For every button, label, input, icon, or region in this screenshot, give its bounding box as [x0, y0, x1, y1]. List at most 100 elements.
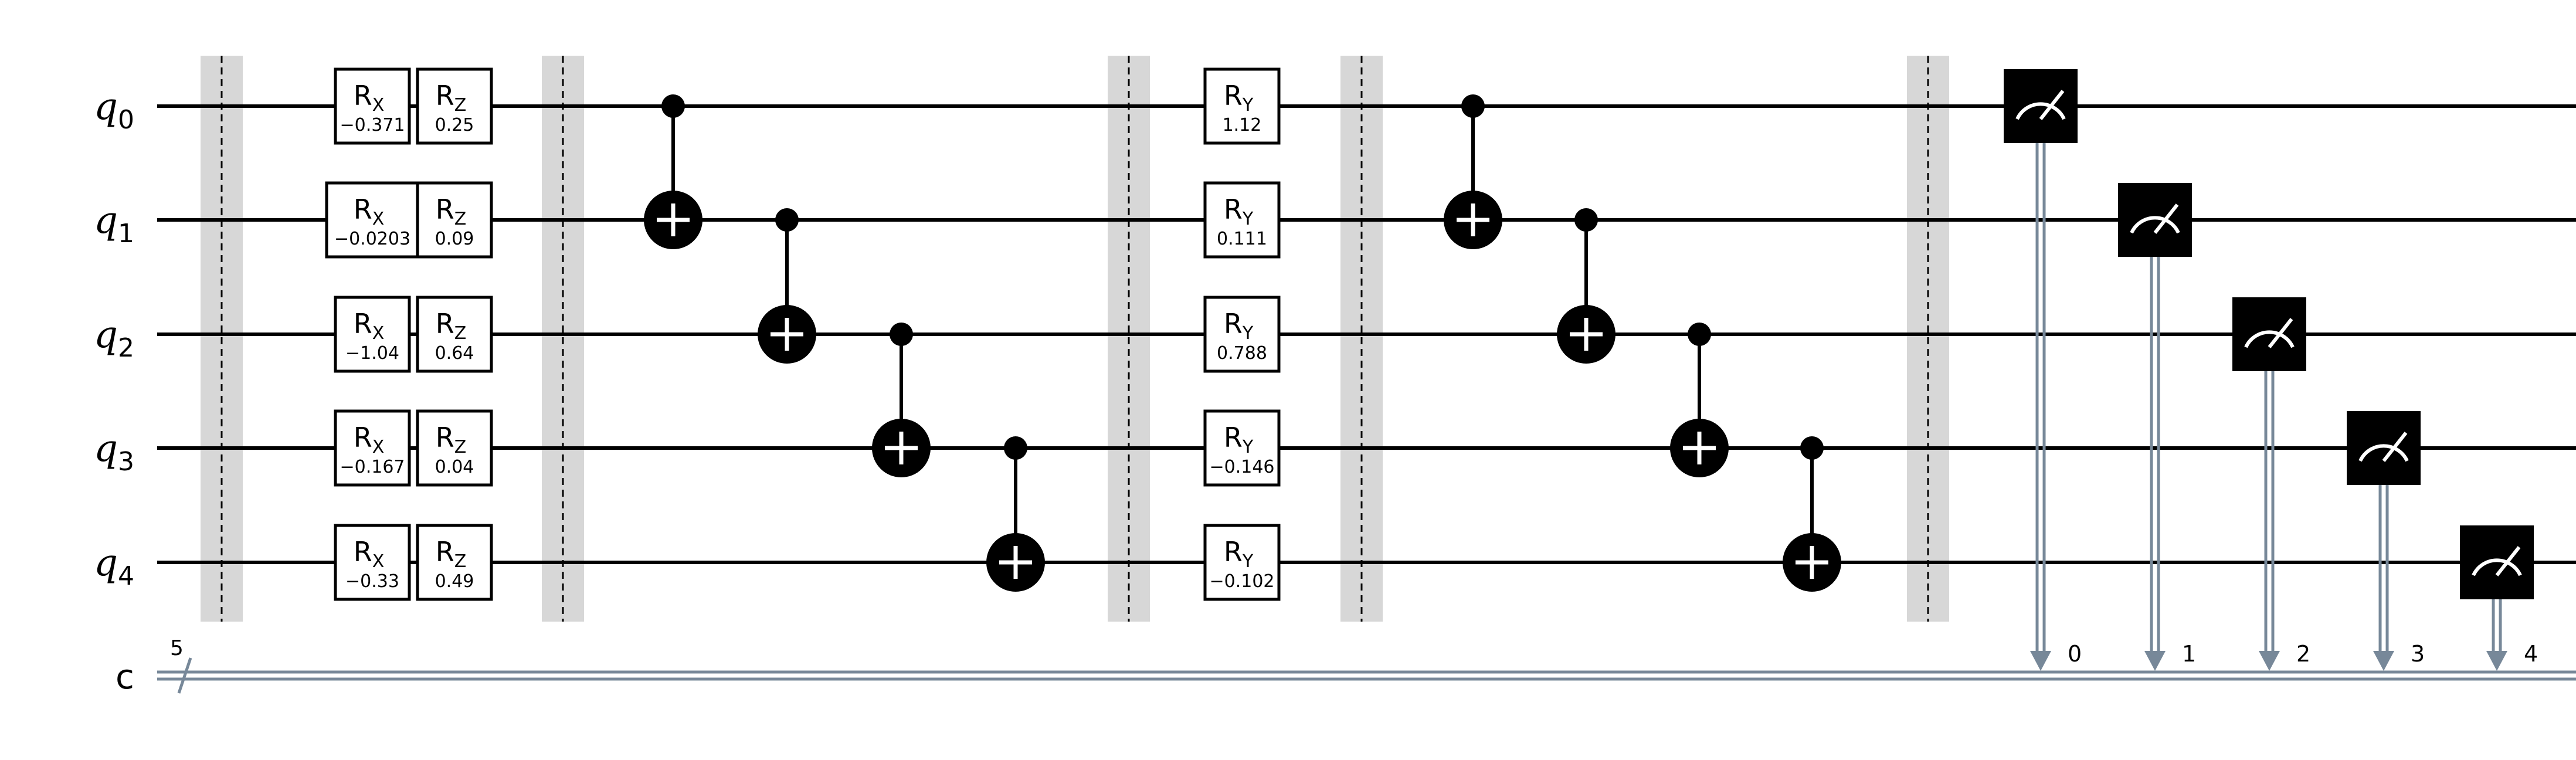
- cnot-control-dot: [1574, 208, 1598, 232]
- gate-name-base: R: [1224, 80, 1243, 111]
- gate-name-base: R: [354, 422, 372, 453]
- gates-layer: RX−0.371RX−0.0203RX−1.04RX−0.167RX−0.33R…: [325, 67, 2538, 671]
- gate-name: RX: [354, 308, 385, 344]
- qubit-label-index-4: 4: [118, 561, 134, 591]
- meter-arc-icon: [2472, 558, 2522, 576]
- rotation-gate-x-q3: RX−0.167: [334, 409, 411, 487]
- qubit-label-name-4: q: [94, 541, 118, 585]
- gate-box: [416, 67, 493, 145]
- rotation-gate-y-q1: RY0.111: [1203, 181, 1281, 259]
- gate-name-sub: Z: [454, 209, 467, 229]
- gate-name-base: R: [436, 422, 454, 453]
- gate-name-sub: X: [372, 209, 385, 229]
- gate-name-sub: X: [372, 437, 385, 457]
- measure-gate-q0: 0: [2004, 69, 2082, 671]
- rotation-gate-z-q1: RZ0.09: [416, 181, 493, 259]
- gate-box: [416, 296, 493, 373]
- cnot-control-dot: [890, 323, 913, 346]
- meter-arc-icon: [2244, 330, 2295, 348]
- measure-arrow-head: [2030, 651, 2051, 671]
- gate-name: RY: [1224, 80, 1254, 116]
- cnot-control-dot: [1004, 436, 1027, 460]
- measure-bit-label: 0: [2068, 641, 2082, 667]
- gate-box: [416, 181, 493, 259]
- measure-arrow-head: [2373, 651, 2394, 671]
- qubit-label-name-2: q: [94, 313, 118, 357]
- qubit-label-index-2: 2: [118, 333, 134, 363]
- cnot-gate-q2-q3: [872, 323, 931, 477]
- gate-name: RY: [1224, 194, 1254, 229]
- qubit-label-index-1: 1: [118, 219, 134, 249]
- gate-name-base: R: [1224, 422, 1243, 453]
- cnot-control-dot: [661, 94, 685, 118]
- measure-bit-label: 3: [2411, 641, 2425, 667]
- gate-name-sub: Z: [454, 323, 467, 344]
- cnot-gate-q1-q2: [1557, 208, 1615, 364]
- rotation-gate-x-q1: RX−0.0203: [325, 181, 420, 259]
- gate-name-sub: Z: [454, 95, 467, 116]
- rotation-gate-y-q2: RY0.788: [1203, 296, 1281, 373]
- gate-parameter: 0.111: [1217, 229, 1267, 249]
- gate-name-sub: Y: [1242, 437, 1254, 457]
- gate-name-sub: X: [372, 323, 385, 344]
- meter-needle-icon: [2153, 203, 2179, 234]
- gate-box: [334, 524, 411, 601]
- measure-gate-q4: 4: [2460, 525, 2538, 671]
- gate-box: [325, 181, 420, 259]
- gate-parameter: 0.788: [1217, 343, 1267, 364]
- gate-name-base: R: [1224, 194, 1243, 225]
- gate-parameter: 0.09: [435, 229, 474, 249]
- gate-name-base: R: [354, 308, 372, 340]
- gate-box: [416, 524, 493, 601]
- gate-parameter: 0.64: [435, 343, 474, 364]
- measure-arrow-head: [2259, 651, 2280, 671]
- gate-name: RX: [354, 422, 385, 457]
- gate-box: [1203, 67, 1281, 145]
- bundle-slash: [177, 657, 192, 694]
- gate-parameter: −0.33: [345, 571, 399, 592]
- gate-name-base: R: [436, 80, 454, 111]
- gate-box: [334, 67, 411, 145]
- gate-name: RZ: [436, 422, 467, 457]
- meter-needle-icon: [2495, 546, 2521, 576]
- gate-name: RY: [1224, 536, 1254, 572]
- cnot-control-dot: [775, 208, 799, 232]
- cnot-gate-q2-q3: [1670, 323, 1729, 477]
- gate-name: RY: [1224, 308, 1254, 344]
- gate-parameter: 0.04: [435, 457, 474, 477]
- gate-parameter: −0.102: [1209, 571, 1274, 592]
- rotation-gate-z-q2: RZ0.64: [416, 296, 493, 373]
- rotation-gate-x-q0: RX−0.371: [334, 67, 411, 145]
- measure-arrow-head: [2144, 651, 2166, 671]
- gate-name-base: R: [354, 80, 372, 111]
- measure-gate-q3: 3: [2347, 411, 2425, 671]
- qubit-label-name-1: q: [94, 199, 118, 242]
- gate-name-sub: Z: [454, 551, 467, 572]
- qubit-label-name-3: q: [94, 427, 118, 470]
- gate-name-base: R: [354, 536, 372, 568]
- gate-name: RZ: [436, 308, 467, 344]
- cnot-control-dot: [1800, 436, 1824, 460]
- gate-name: RZ: [436, 80, 467, 116]
- measure-box: [2347, 411, 2421, 485]
- gate-name-sub: Z: [454, 437, 467, 457]
- qubit-label-3: q3: [94, 427, 134, 477]
- measure-box: [2232, 297, 2306, 371]
- gate-name: RZ: [436, 194, 467, 229]
- cnot-gate-q0-q1: [644, 94, 702, 249]
- gate-name-base: R: [354, 194, 372, 225]
- gate-name-sub: Y: [1242, 95, 1254, 116]
- gate-box: [416, 409, 493, 487]
- gate-box: [1203, 524, 1281, 601]
- classical-register-label: c: [116, 657, 134, 697]
- cnot-gate-q1-q2: [758, 208, 816, 364]
- rotation-gate-y-q4: RY−0.102: [1203, 524, 1281, 601]
- gate-name-base: R: [436, 536, 454, 568]
- barriers-layer: [201, 56, 1949, 622]
- rotation-gate-z-q0: RZ0.25: [416, 67, 493, 145]
- gate-parameter: −0.167: [340, 457, 405, 477]
- measure-box: [2004, 69, 2078, 143]
- gate-name-sub: X: [372, 551, 385, 572]
